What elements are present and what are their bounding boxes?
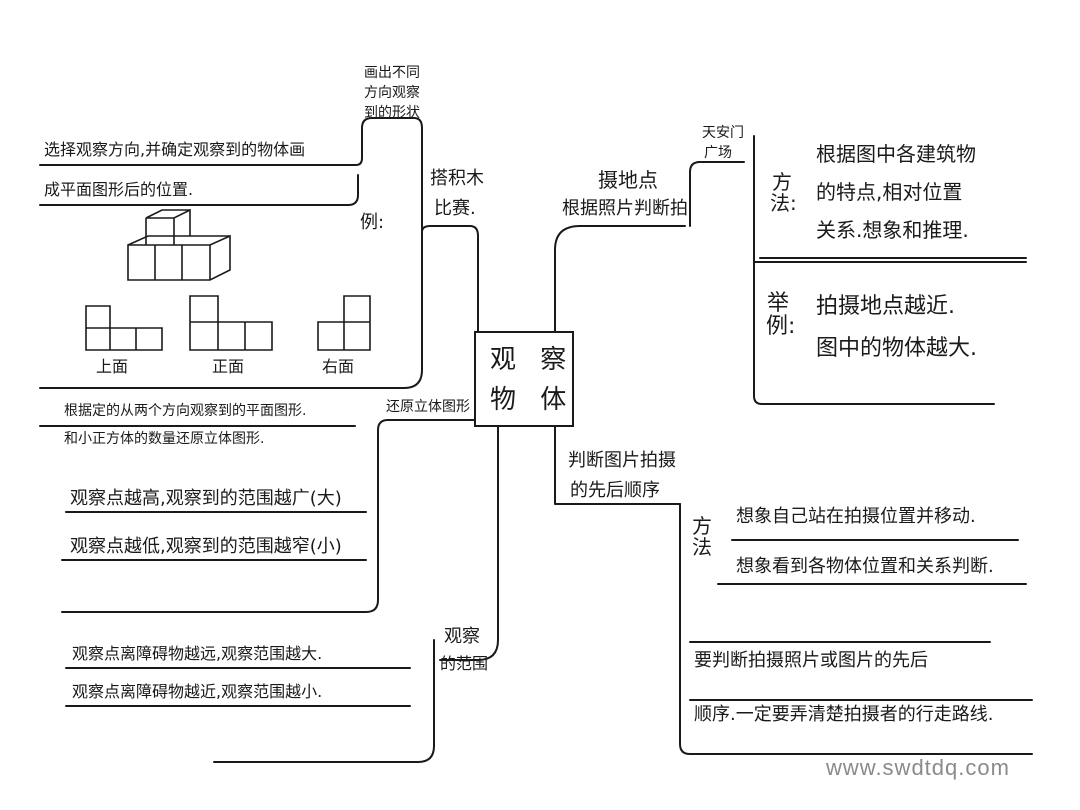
example-right-line1: 拍摄地点越近.	[816, 294, 955, 319]
branch-photo-order-line1: 判断图片拍摄	[568, 450, 676, 471]
method-label-top: 方法:	[770, 170, 797, 215]
tiananmen-line2: 广场	[704, 145, 732, 161]
center-node: 观 察 物 体	[474, 331, 574, 427]
method-top-line3: 关系.想象和推理.	[816, 218, 969, 242]
branch-stacking-blocks-line2: 比赛.	[434, 198, 476, 219]
branch-observation-range-line2: 的范围	[440, 654, 489, 673]
example-right-line2: 图中的物体越大.	[816, 336, 977, 361]
range-line1: 观察点越高,观察到的范围越广(大)	[70, 488, 342, 509]
reconstruct-line1: 根据定的从两个方向观察到的平面图形.	[64, 403, 307, 419]
reconstruct-line2: 和小正方体的数量还原立体图形.	[64, 431, 265, 447]
note-line2: 方向观察	[364, 85, 420, 101]
note-line1: 画出不同	[364, 65, 420, 81]
range-line2: 观察点越低,观察到的范围越窄(小)	[70, 536, 342, 557]
order-note-line2: 顺序.一定要弄清楚拍摄者的行走路线.	[694, 704, 994, 725]
order-note-line1: 要判断拍摄照片或图片的先后	[694, 650, 928, 671]
branch-photo-order-line2: 的先后顺序	[570, 480, 660, 501]
branch-photo-location-line2: 根据照片判断拍	[562, 198, 688, 219]
view-label-right: 右面	[322, 357, 355, 376]
view-label-top: 上面	[96, 357, 129, 376]
branch-stacking-blocks-line1: 搭积木	[430, 168, 484, 189]
example-label-right: 举例:	[766, 291, 796, 340]
desc-line1: 选择观察方向,并确定观察到的物体画	[44, 140, 306, 159]
obstacle-line2: 观察点离障碍物越近,观察范围越小.	[72, 682, 323, 701]
method-top-line1: 根据图中各建筑物	[816, 142, 976, 166]
center-title-line2: 物 体	[490, 385, 575, 415]
note-line3: 到的形状	[364, 105, 420, 121]
example-label-left: 例:	[360, 212, 385, 233]
method-label-bottom: 方法	[692, 514, 712, 559]
tiananmen-line1: 天安门	[702, 125, 744, 141]
branch-photo-location-line1: 摄地点	[598, 168, 658, 192]
method-bottom-line2: 想象看到各物体位置和关系判断.	[736, 556, 994, 577]
method-top-line2: 的特点,相对位置	[816, 180, 963, 204]
watermark-text: www.swdtdq.com	[826, 755, 1010, 780]
obstacle-line1: 观察点离障碍物越远,观察范围越大.	[72, 644, 323, 663]
center-title-line1: 观 察	[490, 345, 575, 375]
desc-line2: 成平面图形后的位置.	[44, 180, 194, 199]
branch-observation-range-line1: 观察	[444, 626, 480, 647]
method-bottom-line1: 想象自己站在拍摄位置并移动.	[736, 506, 976, 527]
view-label-front: 正面	[212, 357, 245, 376]
branch-reconstruct-solid: 还原立体图形	[386, 399, 470, 415]
